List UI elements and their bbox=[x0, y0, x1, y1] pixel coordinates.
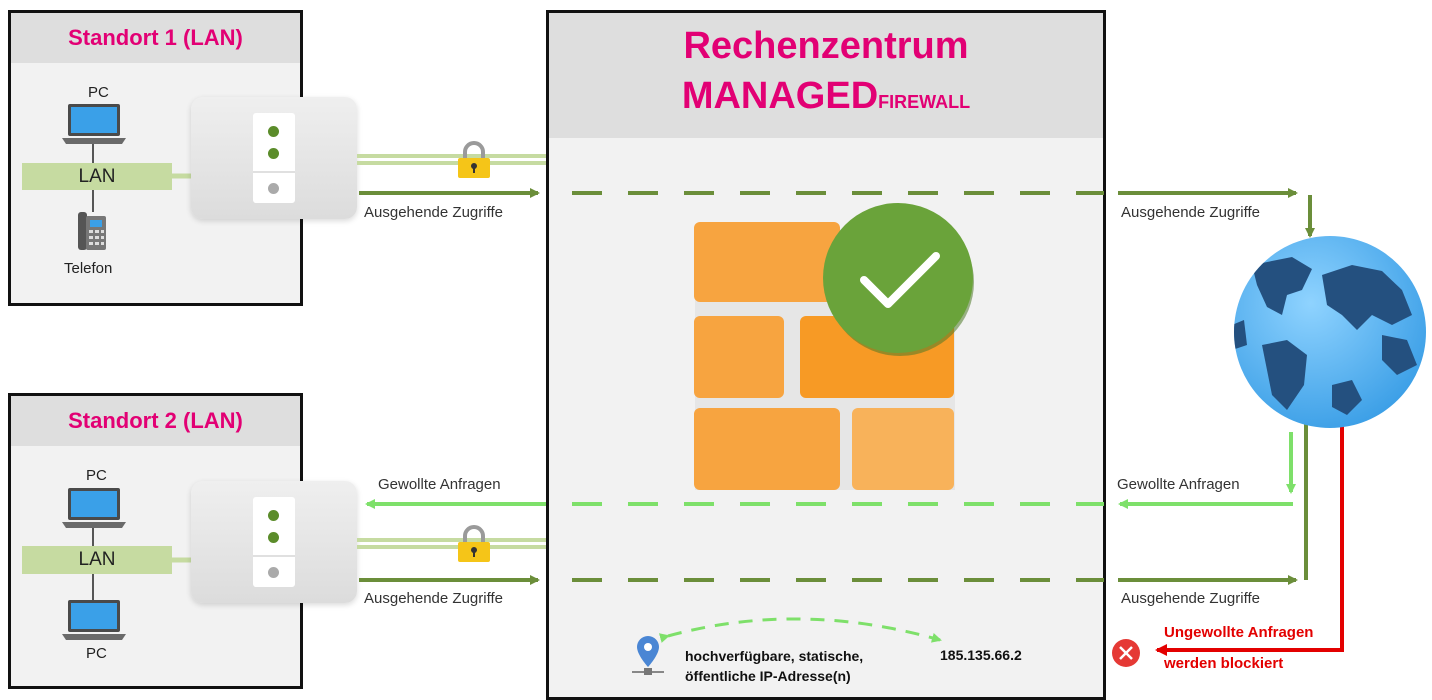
router-divider bbox=[253, 171, 295, 173]
router-panel bbox=[253, 113, 295, 203]
status-led bbox=[268, 510, 279, 521]
tunnel-site1 bbox=[357, 154, 546, 165]
site2-pc-top-label: PC bbox=[86, 467, 107, 484]
globe-icon bbox=[1234, 236, 1426, 428]
site2-box: Standort 2 (LAN) bbox=[8, 393, 303, 689]
wanted-label-internet: Gewollte Anfragen bbox=[1117, 476, 1240, 493]
lan-connector-line bbox=[92, 528, 193, 600]
site1-pc-label: PC bbox=[88, 84, 109, 101]
checkmark-icon bbox=[823, 203, 974, 356]
laptop-icon bbox=[62, 488, 126, 528]
status-led bbox=[268, 532, 279, 543]
lock-icon bbox=[458, 525, 490, 562]
site1-phone-label: Telefon bbox=[64, 260, 113, 277]
datacenter-subtitle: MANAGEDFIREWALL bbox=[549, 75, 1103, 118]
lan-connector-line bbox=[92, 144, 193, 212]
wanted-label-site2: Gewollte Anfragen bbox=[378, 476, 501, 493]
ip-description-line1: hochverfügbare, statische, bbox=[685, 648, 864, 664]
phone-icon bbox=[78, 212, 106, 250]
ip-description: hochverfügbare, statische, öffentliche I… bbox=[685, 646, 863, 686]
laptop-icon bbox=[62, 600, 126, 640]
outgoing-label-site2: Ausgehende Zugriffe bbox=[364, 590, 503, 607]
lock-icon bbox=[458, 141, 490, 178]
laptop-icon bbox=[62, 104, 126, 144]
router-icon bbox=[191, 97, 357, 219]
status-led bbox=[268, 183, 279, 194]
location-pin-icon bbox=[632, 636, 664, 675]
ip-description-line2: öffentliche IP-Adresse(n) bbox=[685, 668, 851, 684]
tunnel-site2 bbox=[357, 538, 546, 549]
unwanted-label-line1: Ungewollte Anfragen bbox=[1164, 624, 1314, 641]
subtitle-managed: MANAGED bbox=[681, 75, 879, 117]
datacenter-header: Rechenzentrum MANAGEDFIREWALL bbox=[549, 13, 1103, 138]
status-led bbox=[268, 126, 279, 137]
status-led bbox=[268, 567, 279, 578]
outgoing-label-site1: Ausgehende Zugriffe bbox=[364, 204, 503, 221]
router-panel bbox=[253, 497, 295, 587]
site1-lan-bar: LAN bbox=[22, 163, 172, 190]
site2-pc-bottom-label: PC bbox=[86, 645, 107, 662]
unwanted-label-line2: werden blockiert bbox=[1164, 655, 1284, 672]
status-led bbox=[268, 148, 279, 159]
site2-title: Standort 2 (LAN) bbox=[11, 396, 300, 446]
ip-curve bbox=[658, 617, 942, 643]
site2-lan-bar: LAN bbox=[22, 546, 172, 574]
datacenter-box: Rechenzentrum MANAGEDFIREWALL bbox=[546, 10, 1106, 700]
outgoing-label-internet-top: Ausgehende Zugriffe bbox=[1121, 204, 1260, 221]
ip-address: 185.135.66.2 bbox=[940, 647, 1022, 663]
router-divider bbox=[253, 555, 295, 557]
blocked-icon bbox=[1112, 639, 1140, 667]
site1-title: Standort 1 (LAN) bbox=[11, 13, 300, 63]
outgoing-label-internet-bottom: Ausgehende Zugriffe bbox=[1121, 590, 1260, 607]
router-icon bbox=[191, 481, 357, 603]
blocked-path bbox=[1155, 425, 1344, 656]
subtitle-firewall: FIREWALL bbox=[878, 92, 971, 112]
datacenter-title: Rechenzentrum bbox=[683, 25, 969, 67]
